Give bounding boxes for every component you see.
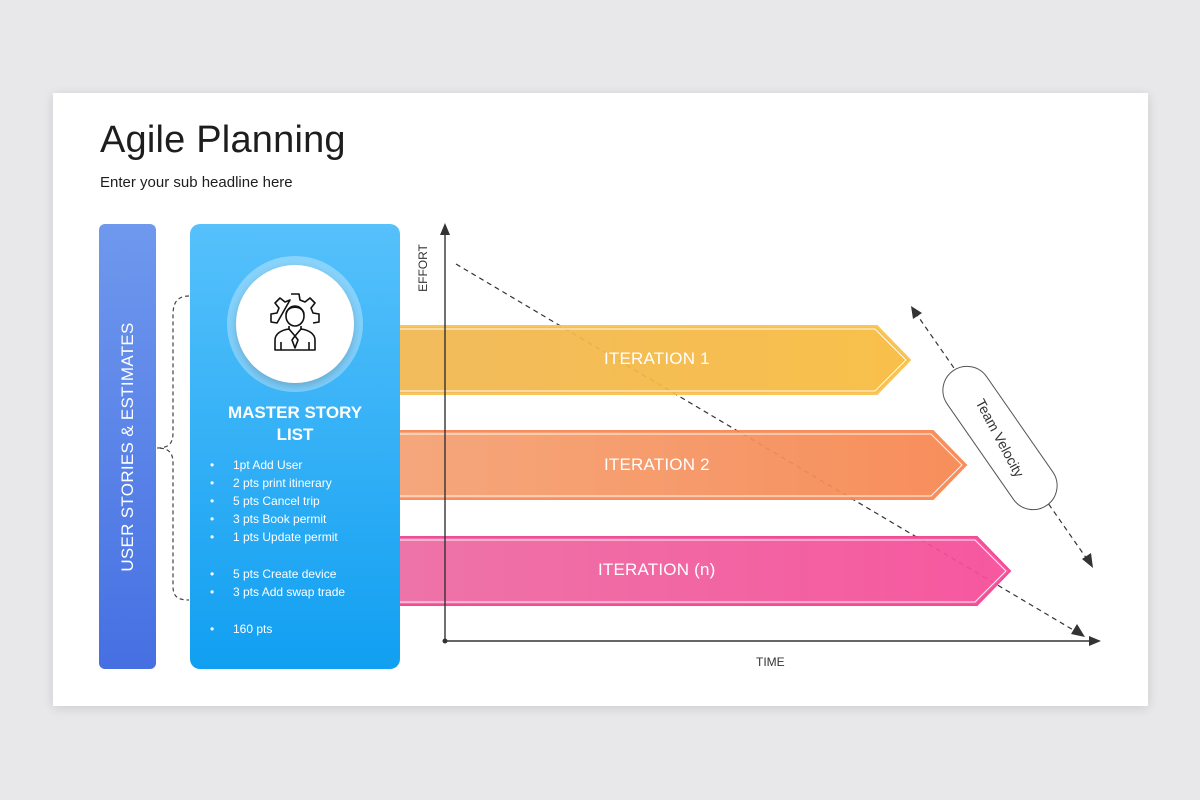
list-item: •1 pts Update permit: [210, 530, 338, 544]
list-item: •3 pts Add swap trade: [210, 585, 346, 599]
iteration-1-label: ITERATION 1: [604, 349, 710, 368]
developer-gear-icon: [270, 293, 320, 351]
list-item: •1pt Add User: [210, 458, 303, 472]
x-axis-arrowhead: [1089, 636, 1101, 646]
story-list: •1pt Add User •2 pts print itinerary •5 …: [190, 224, 400, 669]
iteration-n-label: ITERATION (n): [598, 560, 716, 579]
y-axis-label: EFFORT: [416, 244, 430, 292]
iteration-2-label: ITERATION 2: [604, 455, 710, 474]
list-item: •160 pts: [210, 622, 273, 636]
avatar: [236, 265, 354, 383]
axis-origin: [442, 638, 448, 644]
list-item: •2 pts print itinerary: [210, 476, 332, 490]
list-item: •3 pts Book permit: [210, 512, 327, 526]
diagram-canvas: [156, 223, 1101, 646]
page-subtitle: Enter your sub headline here: [100, 174, 293, 191]
x-axis-label: TIME: [756, 655, 785, 669]
user-stories-bar: USER STORIES & ESTIMATES: [99, 224, 156, 669]
y-axis-arrowhead: [440, 223, 450, 235]
list-item: •5 pts Cancel trip: [210, 494, 320, 508]
velocity-arrowhead-top: [911, 306, 922, 319]
list-item: •5 pts Create device: [210, 567, 337, 581]
velocity-arrowhead-bottom: [1082, 553, 1093, 568]
master-story-card: MASTER STORY LIST •1pt Add User •2 pts p…: [190, 224, 400, 669]
brace-connector: [156, 295, 190, 601]
velocity-line: [914, 311, 1090, 563]
page-title: Agile Planning: [100, 119, 346, 161]
card-title: MASTER STORY LIST: [190, 402, 400, 446]
trend-arrowhead: [1071, 624, 1085, 637]
card-title-line2: LIST: [276, 425, 314, 444]
card-title-line1: MASTER STORY: [227, 403, 363, 422]
team-velocity-pill: [942, 365, 1058, 511]
slide: Agile Planning Enter your sub headline h…: [53, 93, 1148, 706]
